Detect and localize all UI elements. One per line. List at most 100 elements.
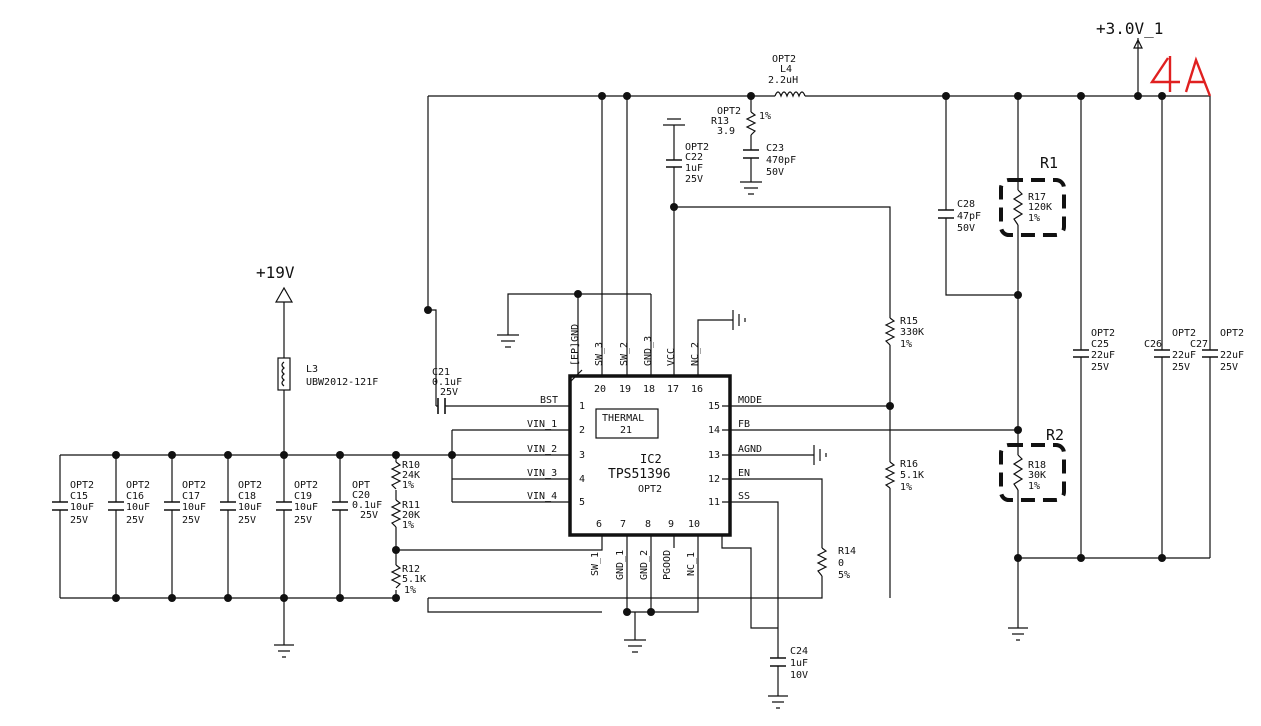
svg-text:22uF: 22uF (1220, 350, 1244, 361)
svg-text:5.1K: 5.1K (900, 470, 924, 481)
svg-text:C15: C15 (70, 491, 88, 502)
svg-text:1%: 1% (1028, 481, 1040, 492)
svg-text:25V: 25V (1091, 362, 1109, 373)
svg-text:C18: C18 (238, 491, 256, 502)
pin-name: EN (738, 468, 750, 479)
capacitor-c15 (52, 501, 68, 511)
resistor-r16 (884, 461, 896, 489)
ic-tps51396[interactable]: THERMAL 21 IC2 TPS51396 OPT2 [EP]GND SW_… (527, 324, 762, 580)
resistors[interactable] (390, 111, 1024, 589)
pin-num: 8 (645, 519, 651, 530)
svg-text:R11: R11 (402, 500, 420, 511)
svg-text:OPT2: OPT2 (1220, 328, 1244, 339)
svg-text:R14: R14 (838, 546, 856, 557)
svg-text:OPT2: OPT2 (1172, 328, 1196, 339)
svg-text:50V: 50V (957, 223, 975, 234)
svg-text:OPT2: OPT2 (70, 480, 94, 491)
capacitor-c21 (437, 398, 446, 414)
svg-text:2.2uH: 2.2uH (768, 75, 798, 86)
pin-num: 16 (691, 384, 703, 395)
ic-ref: IC2 (640, 452, 662, 466)
pin-name: AGND (738, 444, 762, 455)
pin-name: FB (738, 419, 750, 430)
svg-text:R2: R2 (1046, 426, 1064, 444)
svg-text:R1: R1 (1040, 154, 1058, 172)
svg-text:0.1uF: 0.1uF (432, 377, 462, 388)
capacitor-c17 (164, 501, 180, 511)
svg-text:0: 0 (838, 558, 844, 569)
capacitor-c23 (743, 149, 759, 159)
pin-num: 5 (579, 497, 585, 508)
pin-name: VIN_4 (527, 491, 557, 502)
svg-text:1%: 1% (759, 111, 771, 122)
svg-text:C26: C26 (1144, 339, 1162, 350)
svg-text:22uF: 22uF (1172, 350, 1196, 361)
power-19v[interactable]: +19V (256, 263, 295, 303)
svg-text:C20: C20 (352, 490, 370, 501)
svg-text:10uF: 10uF (70, 502, 94, 513)
svg-text:5%: 5% (838, 570, 850, 581)
svg-text:1%: 1% (402, 520, 414, 531)
resistor-r10 (390, 461, 402, 490)
pin-num: 4 (579, 474, 585, 485)
svg-text:OPT2: OPT2 (1091, 328, 1115, 339)
svg-text:10V: 10V (790, 670, 808, 681)
thermal-pin: 21 (620, 425, 632, 436)
pin-num: 10 (688, 519, 700, 530)
svg-text:OPT: OPT (352, 480, 370, 491)
svg-text:25V: 25V (70, 515, 88, 526)
svg-text:25V: 25V (238, 515, 256, 526)
resistor-r14 (816, 547, 828, 577)
pin-name: GND_2 (639, 550, 650, 580)
ic-opt: OPT2 (638, 484, 662, 495)
svg-text:30K: 30K (1028, 470, 1046, 481)
pin-num: 9 (668, 519, 674, 530)
pin-num: 1 (579, 401, 585, 412)
resistor-r18 (1012, 454, 1024, 491)
svg-text:C25: C25 (1091, 339, 1109, 350)
svg-text:24K: 24K (402, 470, 420, 481)
pin-num: 6 (596, 519, 602, 530)
svg-text:470pF: 470pF (766, 155, 796, 166)
svg-text:C21: C21 (432, 367, 450, 378)
component-labels: OPT2 R13 3.9 1% C23 470pF 50V OPT2 C22 1… (70, 106, 1244, 681)
junction-dots (112, 92, 1166, 616)
svg-text:R16: R16 (900, 459, 918, 470)
inductor-l3[interactable]: L3 UBW2012-121F (277, 357, 378, 391)
pin-num: 12 (708, 474, 720, 485)
power-3v0[interactable]: +3.0V_1 (1096, 19, 1163, 49)
capacitor-c19 (276, 501, 292, 511)
highlight-r1: R1 (999, 154, 1066, 237)
svg-text:C16: C16 (126, 491, 144, 502)
svg-text:C22: C22 (685, 152, 703, 163)
svg-text:1%: 1% (900, 482, 912, 493)
pin-name: [EP]GND (570, 324, 581, 366)
rail-3v0-label: +3.0V_1 (1096, 19, 1163, 38)
svg-text:1%: 1% (402, 480, 414, 491)
ground-symbols (274, 118, 1028, 709)
thermal-label: THERMAL (602, 413, 644, 424)
svg-text:22uF: 22uF (1091, 350, 1115, 361)
pin-name: MODE (738, 395, 762, 406)
capacitor-c16 (108, 501, 124, 511)
svg-text:C27: C27 (1190, 339, 1208, 350)
pin-num: 15 (708, 401, 720, 412)
ic-part: TPS51396 (608, 467, 671, 482)
svg-text:1%: 1% (900, 339, 912, 350)
pin-num: 19 (619, 384, 631, 395)
svg-text:10uF: 10uF (126, 502, 150, 513)
pin-name: VIN_1 (527, 419, 557, 430)
capacitors[interactable] (52, 149, 1218, 667)
svg-text:R12: R12 (402, 564, 420, 575)
inductor-l4[interactable]: OPT2 L4 2.2uH (768, 54, 806, 98)
svg-text:OPT2: OPT2 (238, 480, 262, 491)
capacitor-c27 (1202, 349, 1218, 358)
resistor-r11 (390, 499, 402, 528)
svg-text:L3: L3 (306, 364, 318, 375)
svg-text:OPT2: OPT2 (126, 480, 150, 491)
pin-name: BST (540, 395, 558, 406)
svg-text:25V: 25V (685, 174, 703, 185)
pin-num: 7 (620, 519, 626, 530)
svg-text:OPT2: OPT2 (294, 480, 318, 491)
